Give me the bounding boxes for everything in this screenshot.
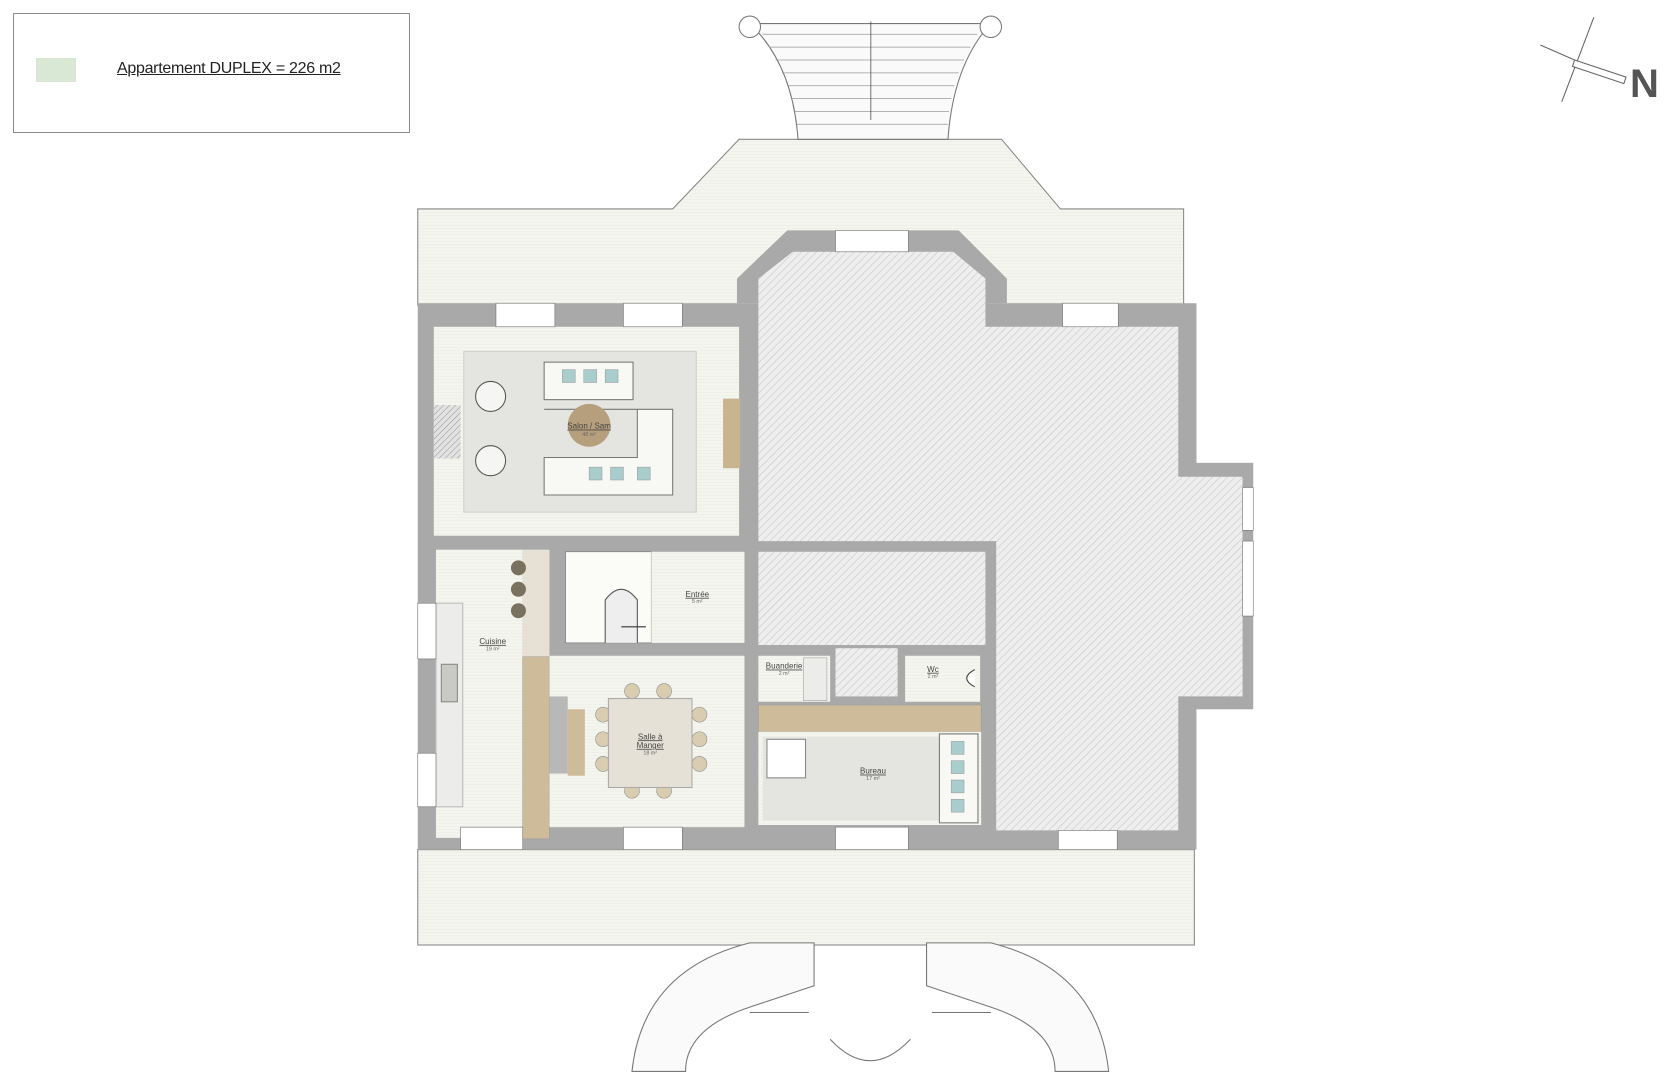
legend-box: Appartement DUPLEX = 226 m2 bbox=[13, 13, 410, 133]
room-area-wc: 2 m² bbox=[928, 674, 939, 680]
room-wc: Wc 2 m² bbox=[905, 655, 981, 702]
room-label-salle-a-manger: Salle à bbox=[638, 732, 663, 741]
bottom-terrace bbox=[417, 849, 1195, 1072]
room-label-salon: Salon / Sam bbox=[567, 422, 611, 431]
windows bbox=[417, 230, 1254, 850]
room-area-bureau: 17 m² bbox=[866, 776, 880, 782]
room-label-buanderie: Buanderie bbox=[766, 662, 803, 671]
room-buanderie: Buanderie 2 m² bbox=[758, 655, 831, 702]
room-area-entree: 5 m² bbox=[692, 599, 703, 605]
room-salle-a-manger: Salle à Manger 18 m² bbox=[549, 655, 745, 828]
svg-text:Manger: Manger bbox=[637, 741, 665, 750]
room-label-cuisine: Cuisine bbox=[479, 637, 506, 646]
room-label-entree: Entrée bbox=[686, 590, 710, 599]
other-unit-area bbox=[758, 251, 1243, 831]
legend-label: Appartement DUPLEX = 226 m2 bbox=[117, 60, 341, 77]
room-label-wc: Wc bbox=[927, 665, 939, 674]
room-area-buanderie: 2 m² bbox=[779, 671, 790, 677]
compass-icon bbox=[1540, 16, 1627, 102]
room-area-salon: 48 m² bbox=[582, 432, 596, 438]
room-entree: Entrée 5 m² bbox=[565, 551, 745, 644]
room-bureau: Bureau 17 m² bbox=[758, 704, 982, 825]
room-area-cuisine: 19 m² bbox=[486, 646, 500, 652]
legend-swatch bbox=[36, 58, 76, 82]
room-area-salle-a-manger: 18 m² bbox=[643, 750, 657, 756]
room-salon: Salon / Sam 48 m² bbox=[433, 326, 741, 536]
north-label: N bbox=[1630, 62, 1659, 106]
room-cuisine: Cuisine 19 m² bbox=[435, 549, 550, 840]
room-label-bureau: Bureau bbox=[860, 767, 886, 776]
